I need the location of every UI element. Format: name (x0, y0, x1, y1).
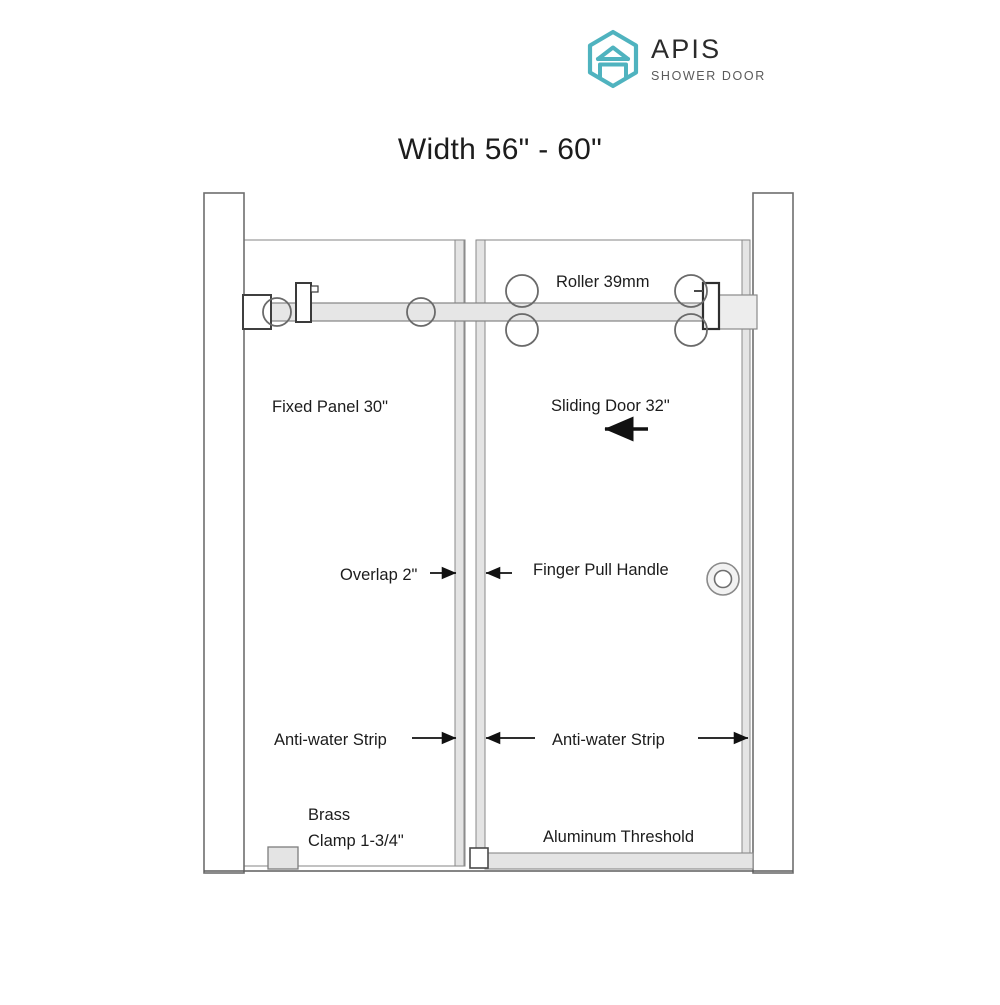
brand-wordmark: APIS SHOWER DOOR (651, 33, 766, 83)
label-roller: Roller 39mm (556, 273, 650, 291)
left-wall-jamb (203, 192, 245, 874)
brass-clamp (267, 846, 299, 870)
anti-water-strip-left-vertical (454, 239, 465, 867)
label-fixed-panel: Fixed Panel 30" (272, 398, 388, 416)
brand-name: APIS (651, 33, 722, 64)
right-wall-jamb (752, 192, 794, 874)
roller-assembly (262, 274, 721, 347)
anti-water-strip-right-vertical (475, 239, 486, 867)
fixed-glass-panel (228, 239, 466, 867)
diagram-title: Width 56" - 60" (397, 133, 603, 166)
label-sliding-door: Sliding Door 32" (551, 397, 670, 415)
label-aluminum-threshold: Aluminum Threshold (543, 828, 695, 846)
label-brass-clamp-line2: Clamp 1-3/4" (308, 832, 404, 850)
label-anti-water-strip-right: Anti-water Strip (552, 731, 665, 749)
header-rail (242, 294, 758, 330)
label-brass-clamp-line1: Brass (308, 806, 351, 824)
label-finger-pull-handle: Finger Pull Handle (533, 561, 669, 579)
hexagon-house-icon (585, 29, 641, 89)
aluminum-threshold (469, 847, 754, 870)
sliding-glass-door (476, 239, 750, 867)
brand-logo: APIS SHOWER DOOR (585, 28, 775, 90)
label-overlap: Overlap 2" (340, 566, 418, 584)
brand-subtitle: SHOWER DOOR (651, 68, 766, 83)
finger-pull-handle (706, 562, 740, 596)
label-anti-water-strip-left: Anti-water Strip (274, 731, 387, 749)
anti-water-strip-door-edge (741, 239, 751, 867)
